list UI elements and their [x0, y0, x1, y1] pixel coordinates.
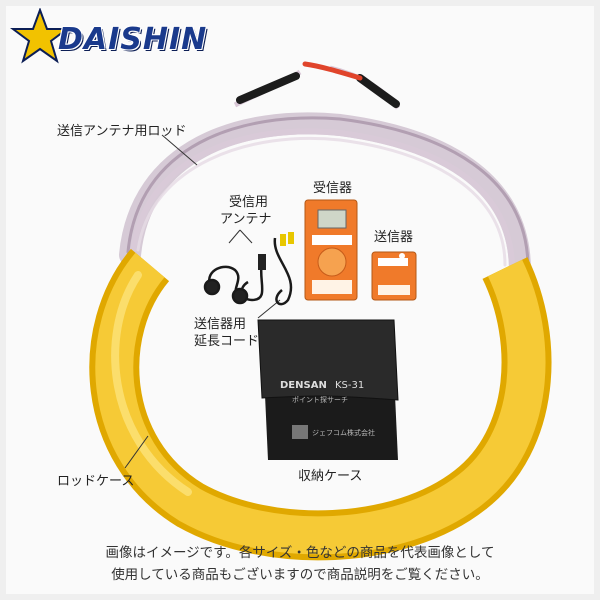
pouch-brand: DENSAN [280, 380, 327, 391]
rod-tip [233, 61, 401, 110]
label-receiver-antenna-line1: 受信用 [229, 195, 269, 210]
leader-lines [124, 134, 281, 469]
star-icon [10, 8, 70, 64]
notice-line2: 使用している商品もございますので商品説明をご覧ください。 [111, 567, 489, 583]
antenna-rod-coil [119, 112, 531, 281]
label-transmitter: 送信器 [374, 230, 414, 245]
receiver-antenna [203, 232, 294, 306]
label-receiver-antenna-line2: アンテナ [220, 212, 272, 227]
label-extension-cord-line1: 送信器用 [194, 317, 247, 332]
storage-pouch [257, 319, 399, 460]
receiver-device [304, 199, 358, 301]
label-storage-case: 収納ケース [298, 469, 363, 484]
label-rod-case: ロッドケース [57, 474, 135, 489]
brand-logo: DAISHIN [10, 8, 220, 64]
transmitter-device [371, 251, 417, 301]
label-receiver: 受信器 [313, 181, 353, 196]
label-extension-cord-line2: 延長コード [194, 334, 260, 349]
pouch-model: KS-31 [335, 380, 365, 391]
rod-case [89, 248, 552, 561]
pouch-maker: ジェフコム株式会社 [312, 429, 375, 437]
notice-line1: 画像はイメージです。各サイズ・色などの商品を代表画像として [105, 545, 495, 561]
pouch-subtitle: ポイント探サーチ [292, 396, 348, 404]
label-antenna-rod: 送信アンテナ用ロッド [57, 124, 187, 139]
brand-name: DAISHIN [58, 22, 208, 57]
